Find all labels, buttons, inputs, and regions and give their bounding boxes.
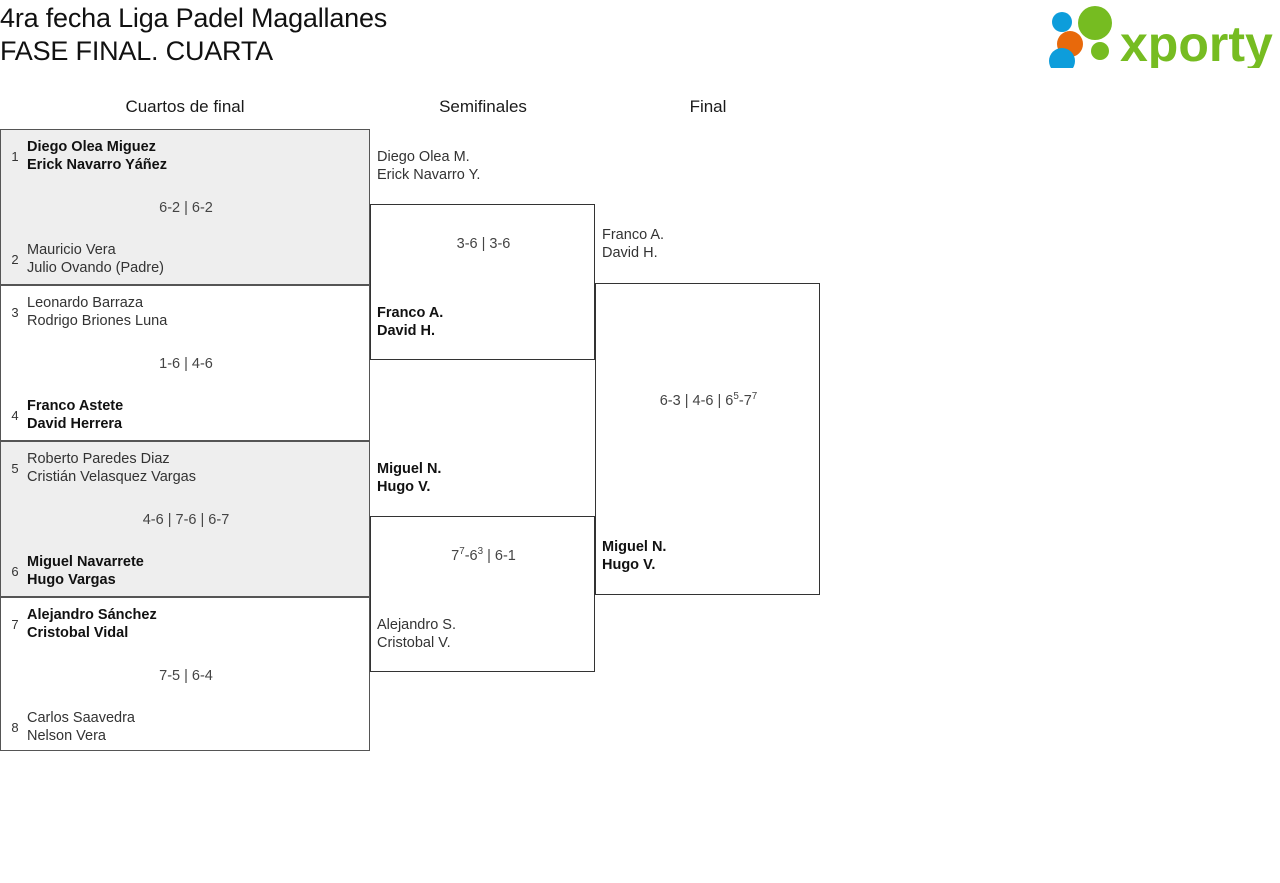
player-name: Miguel N. bbox=[377, 461, 442, 477]
match-qf-1[interactable]: 1 Diego Olea Miguez Erick Navarro Yáñez … bbox=[0, 129, 370, 285]
round-header-quarterfinals: Cuartos de final bbox=[125, 97, 245, 116]
player-name: Miguel Navarrete bbox=[27, 554, 144, 570]
seed-number: 8 bbox=[11, 720, 19, 735]
final-team-bottom: Miguel N. Hugo V. bbox=[602, 538, 817, 574]
player-name: Mauricio Vera bbox=[27, 242, 116, 258]
player-name: Franco Astete bbox=[27, 398, 124, 414]
final-team-top: Franco A. David H. bbox=[602, 226, 817, 262]
team-top: Leonardo Barraza Rodrigo Briones Luna bbox=[27, 294, 357, 330]
player-name: Erick Navarro Y. bbox=[377, 167, 481, 183]
match-score: 7-5 | 6-4 bbox=[159, 668, 213, 684]
seed-number: 6 bbox=[11, 564, 19, 579]
player-name: Alejandro S. bbox=[377, 617, 456, 633]
player-name: David Herrera bbox=[27, 416, 123, 432]
xporty-logo[interactable]: xporty bbox=[1048, 6, 1276, 68]
team-bottom: Miguel Navarrete Hugo Vargas bbox=[27, 553, 357, 589]
player-name: Cristobal V. bbox=[377, 635, 451, 651]
logo-dots-icon bbox=[1049, 6, 1112, 68]
seed-number: 5 bbox=[11, 461, 19, 476]
match-qf-2[interactable]: 3 Leonardo Barraza Rodrigo Briones Luna … bbox=[0, 285, 370, 441]
match-score: 77-63 | 6-1 bbox=[451, 546, 516, 564]
player-name: Cristián Velasquez Vargas bbox=[27, 469, 196, 485]
seed-number: 7 bbox=[11, 617, 19, 632]
seed-number: 3 bbox=[11, 305, 19, 320]
round-header-semifinals: Semifinales bbox=[439, 97, 527, 116]
player-name: Alejandro Sánchez bbox=[27, 607, 157, 623]
seed-number: 4 bbox=[11, 408, 19, 423]
round-header-final: Final bbox=[689, 97, 727, 116]
match-score: 3-6 | 3-6 bbox=[456, 236, 511, 252]
seed-number: 2 bbox=[11, 252, 19, 267]
team-bottom: Franco Astete David Herrera bbox=[27, 397, 357, 433]
match-score: 4-6 | 7-6 | 6-7 bbox=[142, 512, 230, 528]
match-sf-2[interactable]: 77-63 | 6-1 bbox=[370, 516, 595, 672]
sf2-team-bottom: Alejandro S. Cristobal V. bbox=[377, 616, 592, 652]
tournament-phase: FASE FINAL. CUARTA bbox=[0, 36, 273, 66]
match-score: 6-3 | 4-6 | 65-77 bbox=[659, 391, 758, 409]
match-qf-3[interactable]: 5 Roberto Paredes Diaz Cristián Velasque… bbox=[0, 441, 370, 597]
player-name: Hugo V. bbox=[377, 479, 431, 495]
player-name: Leonardo Barraza bbox=[27, 295, 144, 311]
sf1-team-top: Diego Olea M. Erick Navarro Y. bbox=[377, 148, 592, 184]
player-name: Erick Navarro Yáñez bbox=[27, 157, 167, 173]
seed-number: 1 bbox=[11, 149, 19, 164]
player-name: Julio Ovando (Padre) bbox=[27, 260, 165, 276]
tournament-name: 4ra fecha Liga Padel Magallanes bbox=[0, 3, 388, 33]
page-title: 4ra fecha Liga Padel Magallanes FASE FIN… bbox=[0, 2, 900, 68]
player-name: Carlos Saavedra bbox=[27, 710, 135, 726]
match-score: 1-6 | 4-6 bbox=[159, 356, 213, 372]
player-name: Nelson Vera bbox=[27, 728, 106, 744]
sf2-team-top: Miguel N. Hugo V. bbox=[377, 460, 592, 496]
sf1-team-bottom: Franco A. David H. bbox=[377, 304, 592, 340]
match-final[interactable]: 6-3 | 4-6 | 65-77 bbox=[595, 283, 820, 595]
team-bottom: Mauricio Vera Julio Ovando (Padre) bbox=[27, 241, 357, 277]
player-name: Hugo V. bbox=[602, 557, 656, 573]
player-name: Rodrigo Briones Luna bbox=[27, 313, 168, 329]
team-top: Diego Olea Miguez Erick Navarro Yáñez bbox=[27, 138, 357, 174]
logo-wordmark: xporty bbox=[1120, 16, 1273, 68]
player-name: Franco A. bbox=[377, 305, 444, 321]
match-sf-1[interactable]: 3-6 | 3-6 bbox=[370, 204, 595, 360]
match-score: 6-2 | 6-2 bbox=[159, 200, 213, 216]
player-name: Hugo Vargas bbox=[27, 572, 116, 588]
team-top: Alejandro Sánchez Cristobal Vidal bbox=[27, 606, 357, 642]
player-name: Cristobal Vidal bbox=[27, 625, 129, 641]
player-name: Franco A. bbox=[602, 227, 665, 243]
team-bottom: Carlos Saavedra Nelson Vera bbox=[27, 709, 357, 745]
player-name: Roberto Paredes Diaz bbox=[27, 451, 170, 467]
svg-text:xporty: xporty bbox=[1120, 16, 1273, 68]
match-qf-4[interactable]: 7 Alejandro Sánchez Cristobal Vidal 7-5 … bbox=[0, 597, 370, 751]
player-name: David H. bbox=[602, 245, 658, 261]
player-name: Diego Olea M. bbox=[377, 149, 470, 165]
player-name: David H. bbox=[377, 323, 436, 339]
team-top: Roberto Paredes Diaz Cristián Velasquez … bbox=[27, 450, 357, 486]
player-name: Diego Olea Miguez bbox=[27, 139, 156, 155]
player-name: Miguel N. bbox=[602, 539, 667, 555]
